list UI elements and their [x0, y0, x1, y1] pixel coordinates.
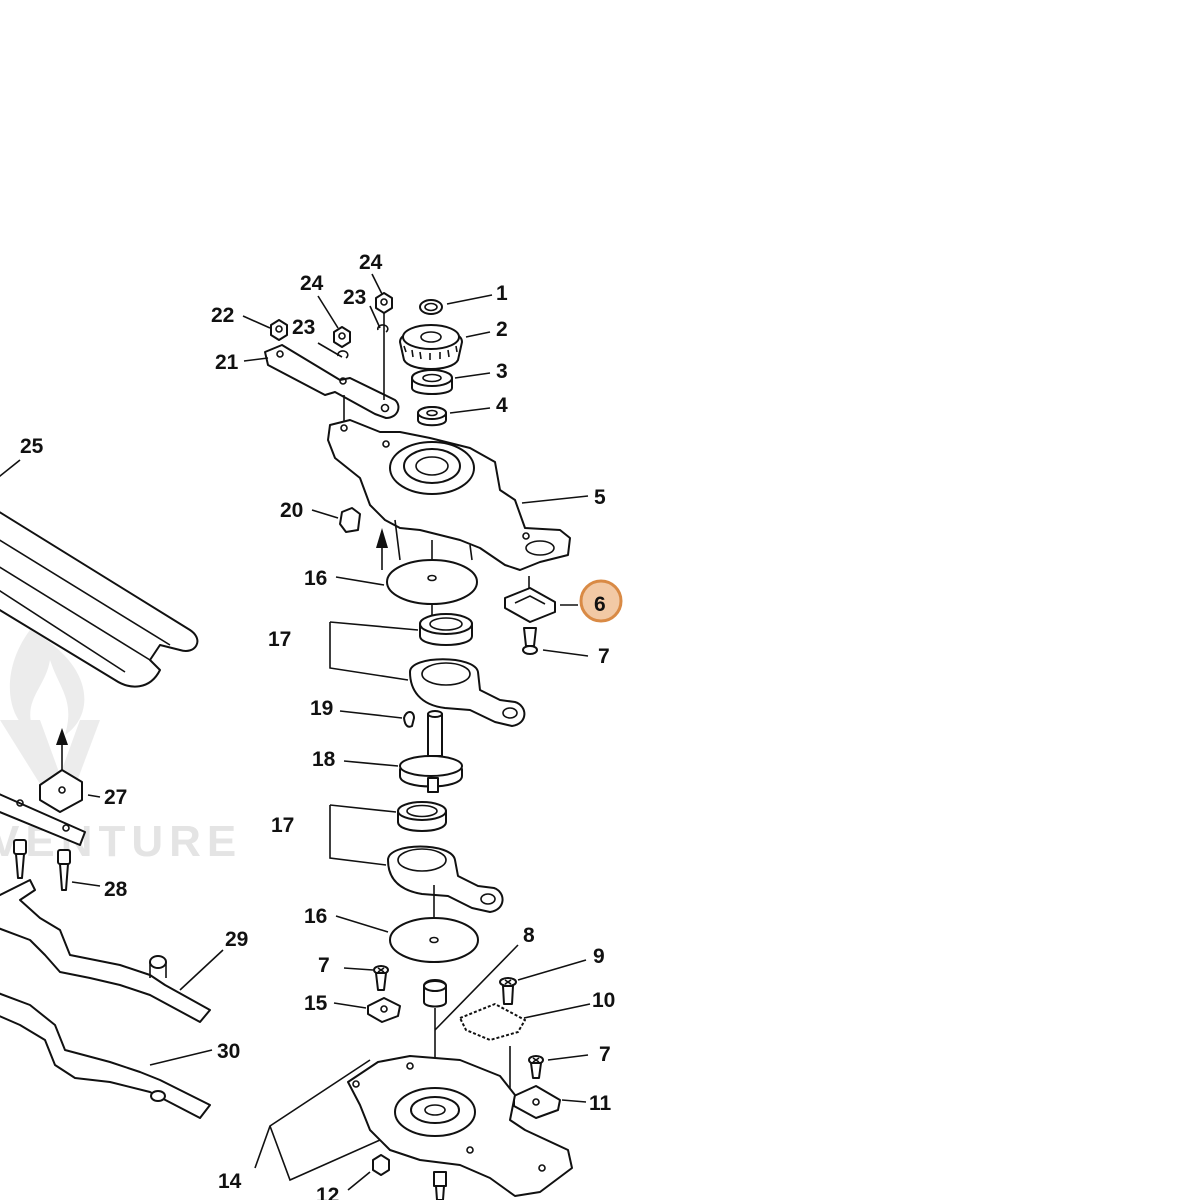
- nut-24-right: [375, 292, 393, 314]
- callout-20[interactable]: 20: [280, 499, 303, 522]
- connecting-rod-21: [264, 313, 400, 430]
- callout-5[interactable]: 5: [594, 486, 606, 509]
- callout-1[interactable]: 1: [496, 282, 508, 305]
- eccentric-shaft-18: [399, 710, 463, 793]
- callout-3[interactable]: 3: [496, 360, 508, 383]
- callout-25[interactable]: 25: [20, 435, 44, 458]
- callout-29[interactable]: 29: [225, 928, 248, 951]
- callout-24-left[interactable]: 24: [300, 272, 324, 295]
- callout-9[interactable]: 9: [593, 945, 605, 968]
- callout-11[interactable]: 11: [589, 1092, 612, 1115]
- callout-21[interactable]: 21: [215, 351, 239, 374]
- bushing-17-lower: [397, 801, 447, 832]
- crank-arm-17-lower: [387, 845, 504, 913]
- washer-16-upper: [386, 540, 478, 615]
- gasket-10: [459, 1003, 526, 1090]
- bushing-8: [423, 979, 447, 1090]
- callout-14[interactable]: 14: [218, 1170, 242, 1193]
- highlight-marker-6[interactable]: [579, 579, 623, 623]
- leader-lines: [0, 273, 591, 1191]
- callout-30[interactable]: 30: [217, 1040, 240, 1063]
- callout-2[interactable]: 2: [496, 318, 508, 341]
- cutting-blade-29: [0, 879, 211, 1023]
- gear-housing-5: [327, 419, 571, 571]
- ball-bearing-3: [411, 369, 453, 395]
- callout-10[interactable]: 10: [592, 989, 615, 1012]
- callout-22[interactable]: 22: [211, 304, 234, 327]
- screw-7-lower: [528, 1055, 544, 1079]
- housing-cover-14: [347, 1055, 573, 1197]
- callout-27[interactable]: 27: [104, 786, 127, 809]
- nut-22: [270, 319, 288, 341]
- screw-28: [13, 839, 71, 891]
- callout-labels: 1 2 3 4 5 6 7 7 7 8 9 10 11 12 14 15 16 …: [20, 251, 615, 1200]
- callout-28[interactable]: 28: [104, 878, 128, 901]
- nut-24-left: [333, 326, 351, 348]
- callout-6[interactable]: 6: [594, 593, 606, 616]
- callout-15[interactable]: 15: [304, 992, 328, 1015]
- bevel-gear-2: [399, 324, 463, 370]
- bolt-bottom: [433, 1171, 447, 1200]
- screw-9: [499, 977, 517, 1005]
- retaining-ring-1: [419, 299, 443, 315]
- callout-7-lower[interactable]: 7: [599, 1043, 611, 1066]
- callout-19[interactable]: 19: [310, 697, 333, 720]
- screw-7-middle: [373, 965, 389, 991]
- callout-7-upper[interactable]: 7: [598, 645, 610, 668]
- nut-12: [372, 1154, 390, 1176]
- callout-7-middle[interactable]: 7: [318, 954, 330, 977]
- bushing-17-upper: [419, 613, 473, 646]
- callout-17-upper[interactable]: 17: [268, 628, 291, 651]
- callout-23-left[interactable]: 23: [292, 316, 315, 339]
- watermark-flame-icon: [9, 630, 85, 735]
- damper-20: [339, 507, 361, 533]
- spacer-4: [417, 406, 447, 427]
- crank-arm-17-upper: [409, 658, 526, 727]
- bracket-6: [504, 576, 556, 623]
- blade-bar-25: [0, 511, 199, 688]
- callout-16-lower[interactable]: 16: [304, 905, 327, 928]
- callout-17-lower[interactable]: 17: [271, 814, 294, 837]
- screw-7-upper: [522, 627, 538, 655]
- callout-8[interactable]: 8: [523, 924, 535, 947]
- cutting-blade-30: [0, 992, 211, 1119]
- callout-12[interactable]: 12: [316, 1184, 339, 1200]
- callout-18[interactable]: 18: [312, 748, 336, 771]
- plate-11: [513, 1085, 561, 1119]
- blade-guide-27: [0, 728, 86, 846]
- washer-16-lower: [389, 885, 479, 963]
- callout-4[interactable]: 4: [496, 394, 508, 417]
- callout-23-right[interactable]: 23: [343, 286, 366, 309]
- callout-24-right[interactable]: 24: [359, 251, 383, 274]
- key-19: [403, 711, 415, 728]
- plate-15: [367, 997, 401, 1023]
- callout-16-upper[interactable]: 16: [304, 567, 327, 590]
